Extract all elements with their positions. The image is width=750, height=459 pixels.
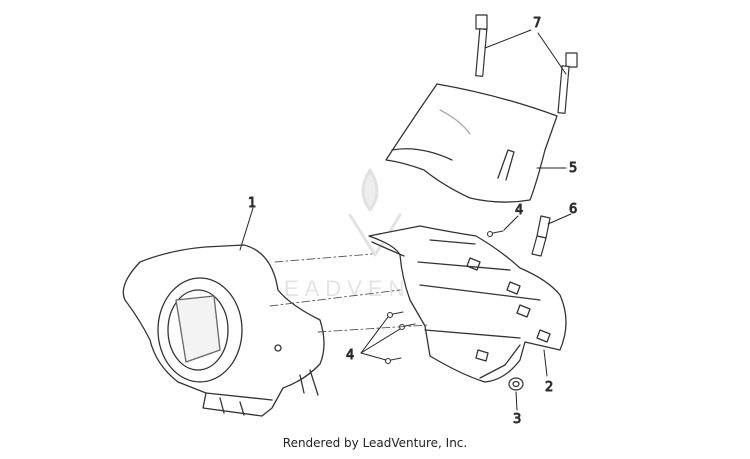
callout-1: 1 bbox=[248, 196, 256, 211]
grommet[interactable] bbox=[508, 377, 524, 391]
rear-handlebar-cover[interactable] bbox=[368, 225, 567, 383]
callout-4-top: 4 bbox=[515, 203, 523, 218]
windscreen[interactable] bbox=[385, 83, 558, 203]
callout-6: 6 bbox=[569, 202, 577, 217]
front-handlebar-cover[interactable] bbox=[122, 244, 325, 417]
callout-2: 2 bbox=[545, 380, 553, 395]
watermark-logo-icon bbox=[348, 168, 402, 257]
callout-5: 5 bbox=[569, 161, 577, 176]
callout-7: 7 bbox=[533, 16, 541, 31]
callout-4-left: 4 bbox=[346, 348, 354, 363]
spacer-tube[interactable] bbox=[531, 215, 551, 257]
callouts: 7 5 6 4 1 2 3 4 bbox=[248, 16, 578, 428]
bolt-right[interactable] bbox=[557, 52, 578, 114]
leader-lines bbox=[239, 29, 572, 411]
bolt-left[interactable] bbox=[475, 14, 488, 77]
screws[interactable] bbox=[384, 230, 504, 365]
footer-credit: Rendered by LeadVenture, Inc. bbox=[282, 436, 468, 450]
callout-3: 3 bbox=[513, 412, 521, 427]
assembly-lines bbox=[269, 253, 429, 333]
